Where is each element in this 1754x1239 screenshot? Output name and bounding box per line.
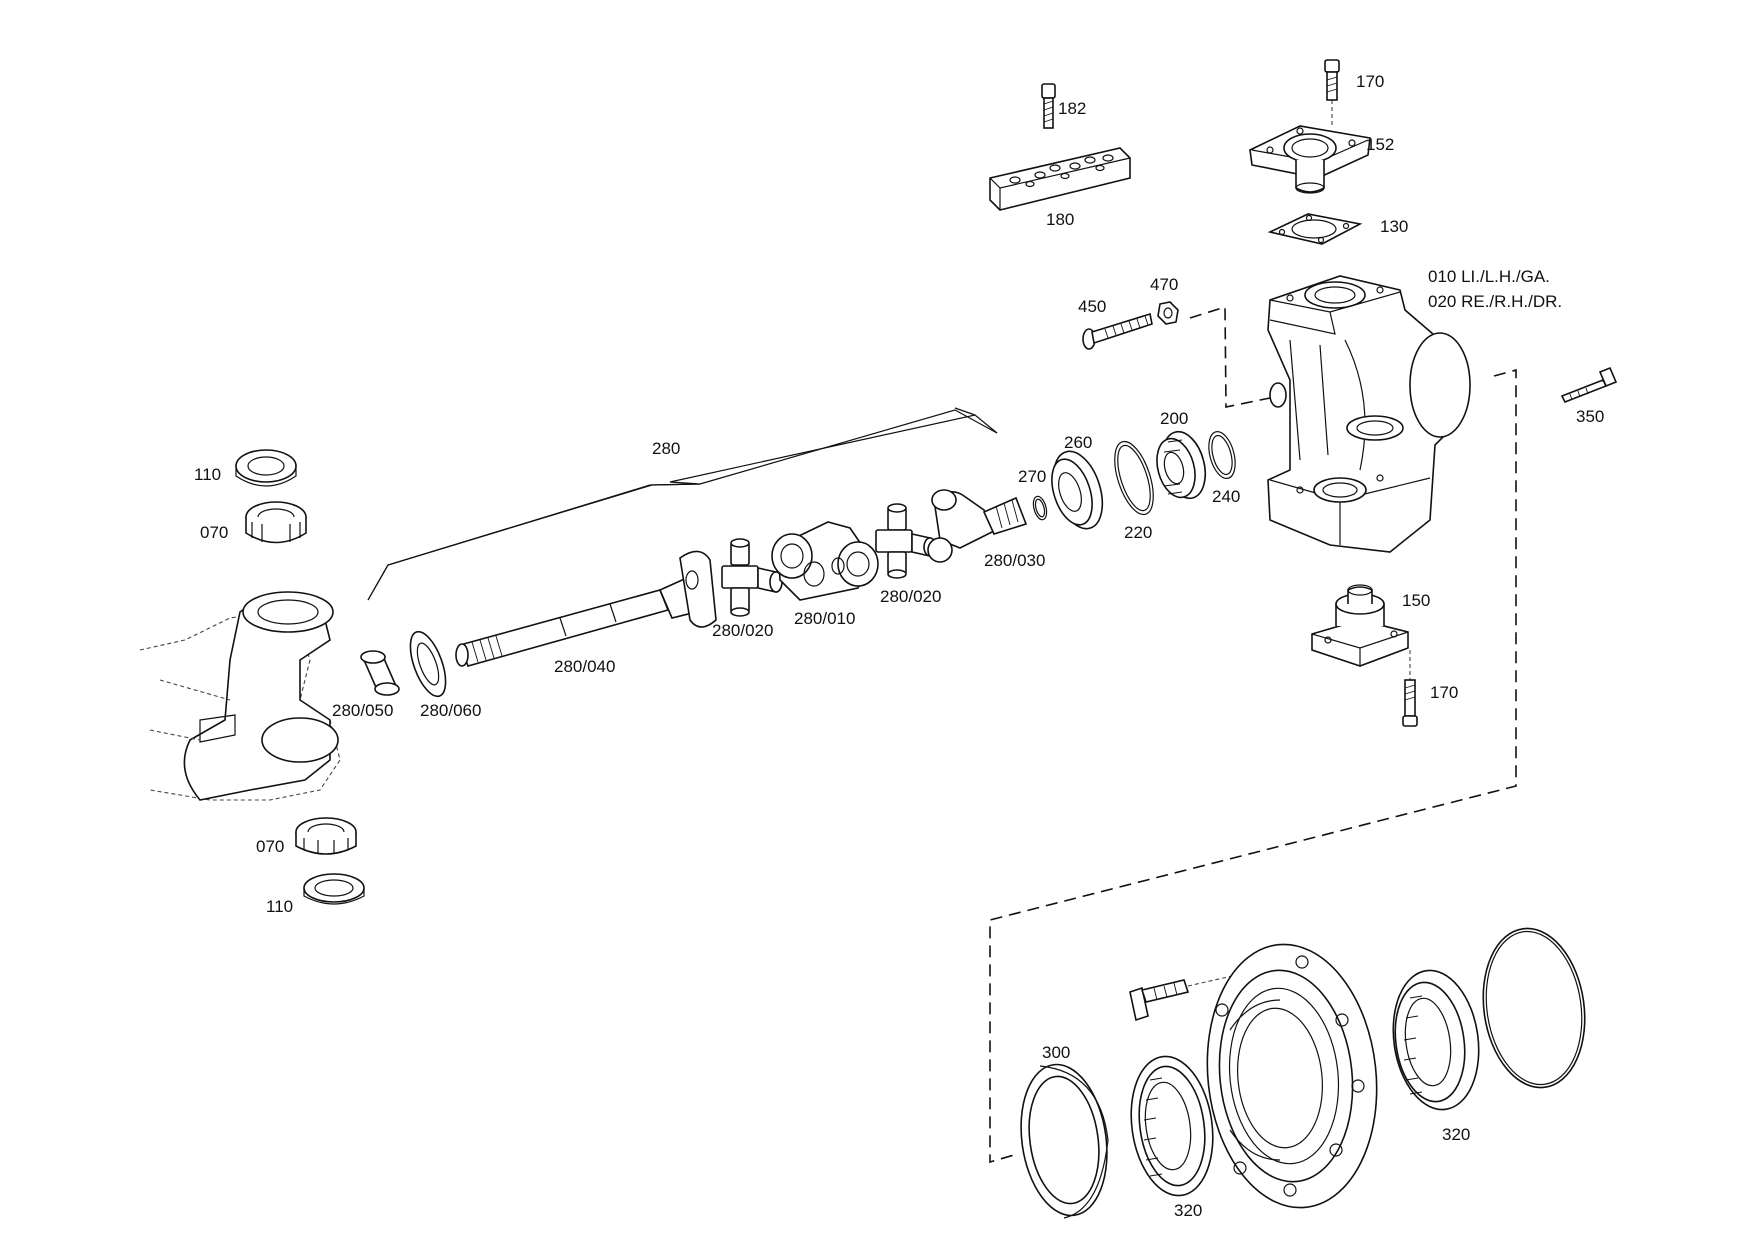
bolt-170-top <box>1324 59 1340 128</box>
bolt-450 <box>1082 312 1153 350</box>
label-180: 180 <box>1046 210 1074 229</box>
spider-280-020-left <box>721 538 783 617</box>
label-280-030: 280/030 <box>984 551 1045 570</box>
bearing-070-bottom <box>295 817 357 855</box>
bearing-320-left <box>1130 1055 1214 1197</box>
label-152: 152 <box>1366 135 1394 154</box>
yoke-280-030 <box>927 489 1028 563</box>
label-320-right: 320 <box>1442 1125 1470 1144</box>
label-150: 150 <box>1402 591 1430 610</box>
bolt-170-bottom <box>1402 650 1418 727</box>
shaft-280-040 <box>455 550 717 667</box>
label-280-020-right: 280/020 <box>880 587 941 606</box>
bushing-280-050 <box>360 650 400 696</box>
label-182: 182 <box>1058 99 1086 118</box>
ring-280-060 <box>409 630 447 698</box>
snap-ring-220 <box>1114 440 1154 516</box>
label-020: 020 RE./R.H./DR. <box>1428 292 1562 311</box>
label-110-bottom: 110 <box>266 897 293 916</box>
label-280-020-left: 280/020 <box>712 621 773 640</box>
ring-300 <box>1020 1063 1109 1219</box>
label-110-top: 110 <box>194 465 221 484</box>
hub-flange <box>1206 943 1378 1209</box>
axle-arm <box>139 591 341 801</box>
hub-bolt <box>1129 975 1233 1022</box>
label-470: 470 <box>1150 275 1178 294</box>
bracket-280-line <box>367 409 998 601</box>
label-270: 270 <box>1018 467 1046 486</box>
seal-260 <box>1051 450 1104 530</box>
label-280-010: 280/010 <box>794 609 855 628</box>
seal-110-top <box>235 449 297 487</box>
label-170-top: 170 <box>1356 72 1384 91</box>
label-070-top: 070 <box>200 523 228 542</box>
leader-hub-group <box>989 368 1517 1164</box>
label-300: 300 <box>1042 1043 1070 1062</box>
label-280-050: 280/050 <box>332 701 393 720</box>
label-280-040: 280/040 <box>554 657 615 676</box>
label-350: 350 <box>1576 407 1604 426</box>
label-200: 200 <box>1160 409 1188 428</box>
bearing-320-right <box>1392 969 1480 1111</box>
seal-110-bottom <box>303 873 365 905</box>
label-280-060: 280/060 <box>420 701 481 720</box>
label-260: 260 <box>1064 433 1092 452</box>
gasket-130 <box>1267 213 1363 245</box>
spider-280-020-right <box>875 503 937 579</box>
center-yoke-280-010 <box>771 521 879 601</box>
o-ring-inner <box>1485 930 1583 1086</box>
bearing-070-top <box>245 501 307 544</box>
leader-470 <box>1189 305 1271 408</box>
label-280: 280 <box>652 439 680 458</box>
flange-150 <box>1311 584 1409 667</box>
ring-240 <box>1208 431 1236 479</box>
bolt-350 <box>1560 366 1618 404</box>
label-010: 010 LI./L.H./GA. <box>1428 267 1550 286</box>
label-130: 130 <box>1380 217 1408 236</box>
plate-180 <box>989 147 1131 211</box>
nut-470 <box>1157 301 1179 325</box>
circlip-270 <box>1032 495 1048 521</box>
o-ring <box>1482 927 1586 1089</box>
flange-152 <box>1249 125 1371 194</box>
label-220: 220 <box>1124 523 1152 542</box>
label-450: 450 <box>1078 297 1106 316</box>
label-320-left: 320 <box>1174 1201 1202 1220</box>
label-070-bottom: 070 <box>256 837 284 856</box>
bolt-182 <box>1041 83 1056 129</box>
label-240: 240 <box>1212 487 1240 506</box>
bearing-200 <box>1156 430 1207 500</box>
label-170-bottom: 170 <box>1430 683 1458 702</box>
knuckle-housing-010-020 <box>1267 275 1471 553</box>
